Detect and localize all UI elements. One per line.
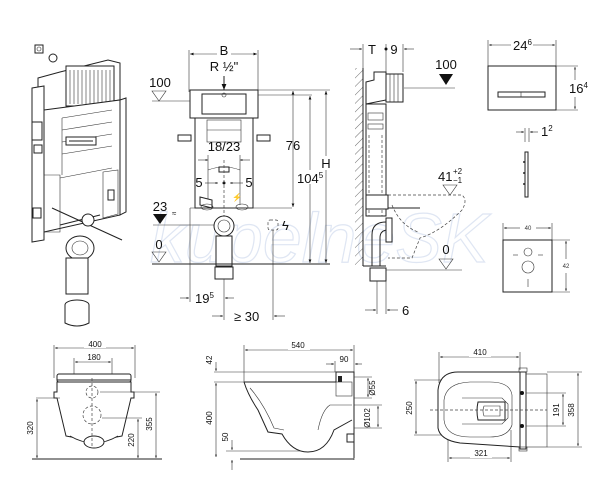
dim-90-label: 90 [340, 355, 349, 364]
flush-button [497, 91, 546, 98]
dia-102-label: Ø102 [363, 408, 372, 428]
valve-icon [34, 44, 58, 63]
watermark: kupelneSK [150, 199, 492, 277]
level-100-label: 100 [149, 75, 171, 90]
flush-plate-side [524, 151, 529, 198]
bowl-width-label: 400 [88, 340, 102, 349]
level-0-label: 0 [155, 237, 162, 252]
supply-label: R ½" [210, 59, 239, 74]
plate-height-label: 164 [569, 81, 588, 96]
electric-icon: ⚡ [232, 192, 242, 202]
dim-5-right-label: 5 [245, 175, 252, 190]
dim-6-label: 6 [402, 303, 409, 318]
dim-width-label: B [220, 43, 229, 58]
lightning-bolt-icon: ϟ [282, 218, 289, 233]
sound-insulation-pad: 40 42 [502, 223, 570, 293]
dim-h-label: H [321, 156, 330, 171]
top-length-label: 410 [473, 348, 487, 357]
dim-50-label: 50 [221, 432, 230, 441]
water-supply-icon: ≈ [172, 209, 177, 218]
dim-18-23-label: 18/23 [208, 139, 241, 154]
dim-depth-label: T [368, 42, 376, 57]
bolt-191-label: 191 [552, 403, 561, 417]
bowl-side-view: 540 90 42 400 50 Ø55 Ø102 [205, 341, 382, 470]
dim-5-left-label: 5 [195, 175, 202, 190]
plate-thickness-label: 12 [541, 124, 553, 139]
dim-400-label: 400 [205, 411, 214, 425]
cistern-grille [69, 70, 111, 104]
dim-104-label: 1045 [297, 171, 324, 186]
top-width-250-label: 250 [405, 401, 414, 415]
dia-55-label: Ø55 [368, 380, 377, 396]
dim-ge30-label: ≥ 30 [234, 309, 259, 324]
wall-hatch [355, 68, 363, 266]
bowl-front-view: 400 180 320 220 355 [26, 340, 162, 460]
dim-42-label: 42 [205, 355, 214, 364]
level-41-label: 41 [438, 169, 452, 184]
dim-9-label: 9 [390, 42, 397, 57]
height-220-label: 220 [127, 433, 136, 447]
pad-width-label: 40 [525, 226, 532, 232]
frame-front-view: B R ½" 100 18/23 5 5 ⚡ [149, 43, 333, 324]
side-level-100-label: 100 [435, 57, 457, 72]
frame-isometric [31, 44, 127, 327]
level-41-tol-minus: −1 [453, 176, 463, 185]
top-inner-length-label: 321 [474, 449, 488, 458]
flush-plate: 246 164 12 [487, 38, 588, 198]
level-23-label: 23 [153, 199, 167, 214]
level-41-tol-plus: +2 [453, 167, 463, 176]
dim-76-label: 76 [286, 138, 300, 153]
plate-width-label: 246 [513, 38, 532, 53]
pad-height-label: 42 [563, 264, 570, 270]
height-355-label: 355 [145, 417, 154, 431]
side-level-0-label: 0 [442, 242, 449, 257]
bowl-length-label: 540 [291, 341, 305, 350]
top-width-358-label: 358 [567, 403, 576, 417]
dim-19-5-label: 195 [195, 291, 214, 306]
flush-plate-front [487, 65, 557, 111]
frame-side-view: T 9 100 41 +2 −1 0 [350, 42, 466, 318]
bowl-top-view: 410 250 321 191 358 [405, 348, 582, 462]
bolt-spacing-label: 180 [87, 353, 101, 362]
height-320-label: 320 [26, 421, 35, 435]
